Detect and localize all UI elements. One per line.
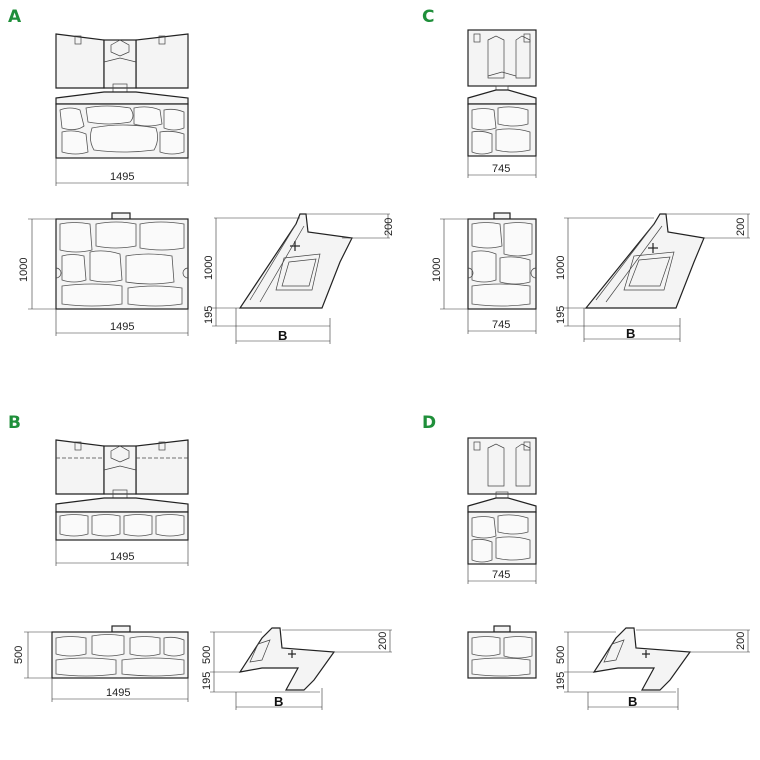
front-view-c: 1000 745 [431,212,537,334]
dim-front-width-a: 1495 [110,321,134,333]
dim-front-width-c: 745 [492,319,510,331]
side-view-d: 200 500 195 B [555,627,750,710]
dim-side-height-c: 1000 [555,256,567,280]
dim-side-cap-c: 200 [735,218,747,236]
panel-d: D 745 [422,413,750,710]
front-view-b: 500 1495 [13,625,189,702]
dim-front-height-c: 1000 [431,258,443,282]
dim-side-cap-a: 200 [383,218,395,236]
dim-side-height-b: 500 [201,646,213,664]
dim-front-height-b: 500 [13,646,25,664]
top-view-d: 745 [467,437,537,584]
dim-top-width-a: 1495 [110,171,134,183]
dim-side-cap-d: 200 [735,632,747,650]
top-view-a: 1495 [55,33,189,186]
front-view-a: 1000 1495 [18,212,189,336]
panel-label-d: D [422,413,436,433]
side-view-c: 200 1000 195 B [555,213,750,342]
dim-side-height-a: 1000 [203,256,215,280]
panel-c: C 745 [422,7,750,342]
dim-top-width-b: 1495 [110,551,134,563]
dim-top-width-c: 745 [492,163,510,175]
dim-side-depth-a: B [278,328,287,343]
dim-side-height-d: 500 [555,646,567,664]
dim-side-depth-d: B [628,694,637,709]
dim-front-width-b: 1495 [106,687,130,699]
dim-side-base-b: 195 [201,672,213,690]
front-view-d [467,625,537,679]
panel-label-b: B [8,413,21,433]
top-view-c: 745 [467,29,537,178]
side-view-b: 200 500 195 B [201,627,392,710]
dim-top-width-d: 745 [492,569,510,581]
dim-front-height-a: 1000 [18,258,30,282]
panel-label-a: A [8,7,22,27]
panel-label-c: C [422,7,434,27]
dim-side-base-a: 195 [203,306,215,324]
dim-side-depth-c: B [626,326,635,341]
panel-b: B 1495 [8,413,392,710]
side-view-a: 200 1000 195 B [203,213,395,344]
top-view-b: 1495 [55,439,189,566]
dim-side-base-d: 195 [555,672,567,690]
dim-side-base-c: 195 [555,306,567,324]
dim-side-depth-b: B [274,694,283,709]
dim-side-cap-b: 200 [377,632,389,650]
panel-a: A 1495 [8,7,395,344]
